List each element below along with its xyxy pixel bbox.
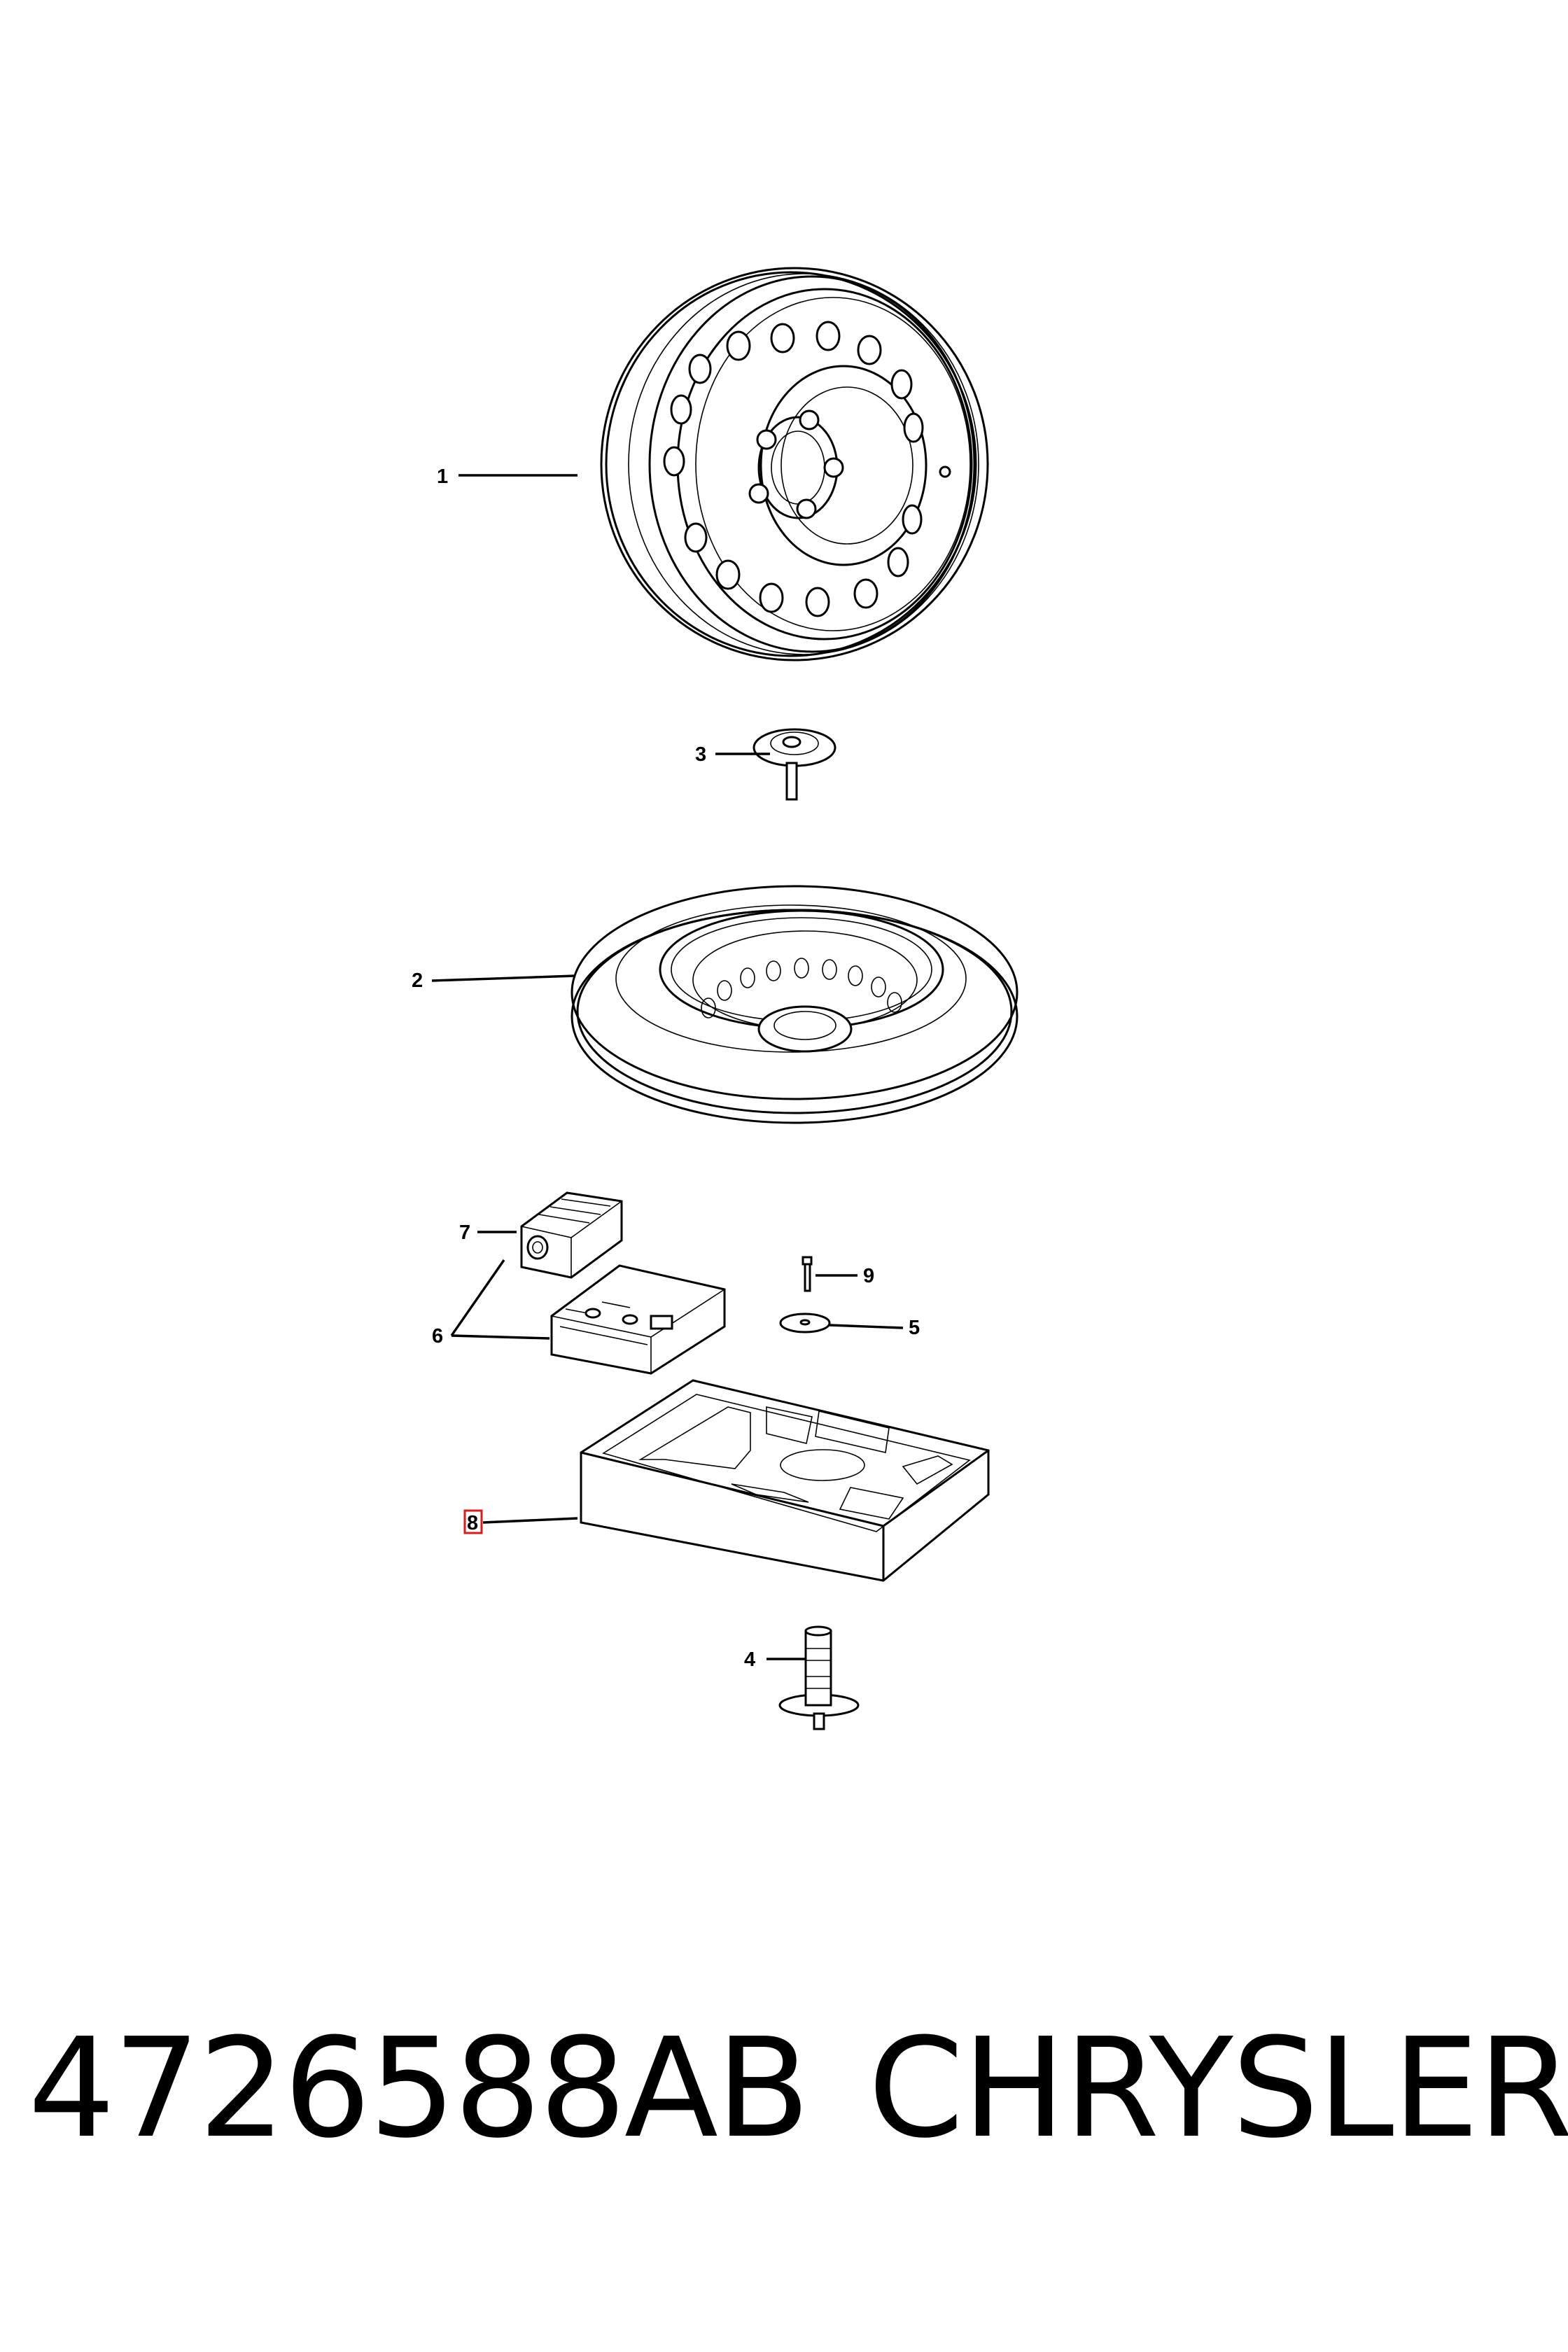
part-number: 4726588AB [28,2009,810,2169]
leader-lines [431,474,904,1660]
bolt-part [802,1256,813,1292]
callout-6: 6 [432,1325,443,1348]
callout-7: 7 [459,1222,470,1244]
hold-down-spool-part [778,1625,860,1730]
compressor-kit-part [550,1264,726,1375]
brand-name: CHRYSLER [868,2009,1568,2169]
callout-8-highlight [463,1509,483,1534]
storage-tray-part [580,1379,990,1582]
callout-9: 9 [863,1265,874,1287]
callout-4: 4 [744,1648,755,1671]
washer-part [779,1312,831,1334]
callout-5: 5 [909,1317,920,1339]
spare-tire-part [570,885,1018,1124]
sealant-bottle-part [520,1191,623,1279]
hold-down-cone-part [752,728,836,801]
steel-wheel-part [600,267,989,662]
callout-labels: 1 3 2 7 9 5 6 8 4 [412,465,920,1671]
footer-caption: 4726588AB CHRYSLER [0,2009,1568,2219]
callout-1: 1 [437,465,448,488]
callout-2: 2 [412,969,423,992]
callout-3: 3 [695,743,706,766]
callout-8: 8 [467,1512,478,1534]
